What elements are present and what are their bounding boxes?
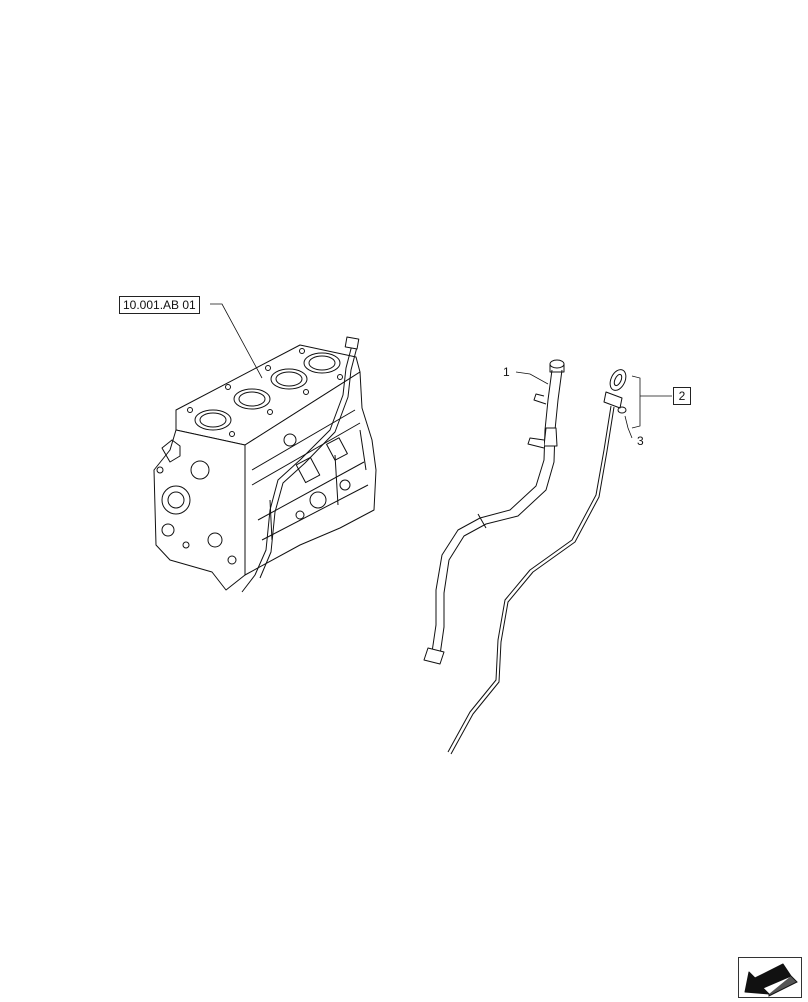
callout-1-leader	[515, 371, 549, 385]
engine-block	[153, 336, 377, 593]
dipstick	[447, 369, 627, 755]
arrow-down-left-icon	[744, 963, 798, 997]
reference-label[interactable]: 10.001.AB 01	[119, 296, 200, 314]
callout-2-bracket	[631, 375, 672, 429]
dipstick-tube	[423, 359, 565, 665]
callout-2[interactable]: 2	[673, 387, 691, 405]
callout-1: 1	[503, 365, 510, 379]
callout-3: 3	[637, 434, 644, 448]
reference-leader	[210, 303, 263, 379]
navigation-button[interactable]	[738, 957, 802, 998]
o-ring	[617, 406, 627, 414]
callout-3-leader	[624, 415, 633, 439]
